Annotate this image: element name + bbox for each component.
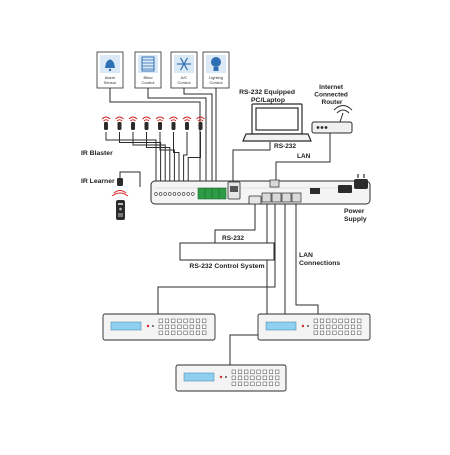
ir-port: [163, 192, 167, 196]
ir-blaster-cable: [119, 132, 162, 188]
ir-port: [191, 192, 195, 196]
wiring: [109, 88, 363, 365]
status-led: [219, 375, 223, 379]
ir-emitter-icon: [142, 116, 151, 130]
keypad-panel: [175, 364, 287, 392]
keypad-panel-group: [102, 313, 371, 392]
ir-blaster-label: IR Blaster: [81, 150, 113, 157]
status-led: [301, 324, 305, 328]
light-bulb-icon: [211, 57, 221, 71]
keypad-buttons: [313, 318, 362, 335]
keypad-buttons: [158, 318, 207, 335]
lcd-display: [265, 321, 297, 331]
ir-port: [186, 192, 190, 196]
snowflake-icon: [177, 57, 191, 71]
lan-connections-label: LAN Connections: [299, 252, 340, 267]
rs232-control-system-label: RS-232 Control System: [189, 263, 264, 270]
laptop-rs232-label: RS-232: [274, 143, 296, 150]
ir-port: [181, 192, 186, 196]
ir-blaster-cable: [105, 132, 157, 188]
ir-port: [177, 192, 181, 196]
lcd-display: [183, 372, 215, 382]
ir-blaster-cable: [187, 132, 201, 188]
ir-blaster-cable: [183, 132, 188, 188]
lan-link-label: LAN: [297, 153, 311, 160]
ir-blaster-row: [101, 116, 205, 130]
keypad-buttons: [231, 369, 280, 386]
lcd-display: [110, 321, 142, 331]
status-led: [146, 324, 150, 328]
power-supply-label: Power Supply: [344, 208, 367, 223]
lower-rs232-connector-icon: [248, 195, 262, 205]
ir-port-row: [154, 192, 195, 196]
ir-emitter-icon: [115, 116, 124, 130]
window-blind-icon: [141, 56, 155, 72]
ir-port: [172, 192, 177, 196]
keypad-panel: [257, 313, 371, 341]
remote-control-icon: [116, 200, 125, 220]
rs232-control-system-box: [179, 242, 275, 261]
ir-port: [154, 192, 158, 196]
laptop-icon: [242, 103, 312, 142]
ir-emitter-icon: [182, 116, 192, 130]
ir-learner-label: IR Learner: [81, 178, 115, 185]
ir-emitter-icon: [101, 116, 111, 130]
lan-ports-icon: [261, 179, 302, 203]
ir-blaster-cable: [146, 132, 171, 188]
power-adapter-icon: [354, 174, 368, 189]
ir-emitter-icon: [155, 116, 165, 130]
ir-blaster-cable: [132, 132, 166, 188]
alarm-bell-icon: [105, 59, 115, 72]
ir-blaster-wiring: [105, 132, 201, 188]
rs232-equipped-label: RS-232 Equipped PC/Laptop: [239, 89, 297, 104]
ir-port: [168, 192, 172, 196]
ir-emitter-icon: [128, 116, 138, 130]
ir-blaster-cable: [173, 132, 180, 188]
rs232-port-icon: [227, 181, 241, 200]
green-terminal-block: [197, 187, 227, 200]
ir-emitter-icon: [169, 116, 178, 130]
keypad-panel: [102, 313, 216, 341]
lower-rs232-label: RS-232: [222, 235, 244, 242]
router-label: Internet Connected Router: [314, 84, 349, 106]
ir-learner-sensor-icon: [111, 178, 129, 197]
ir-port: [158, 192, 163, 196]
ir-emitter-icon: [196, 116, 205, 130]
ir-blaster-cable: [159, 132, 175, 188]
power-port-icon: [310, 185, 352, 194]
router-icon: [311, 105, 353, 134]
